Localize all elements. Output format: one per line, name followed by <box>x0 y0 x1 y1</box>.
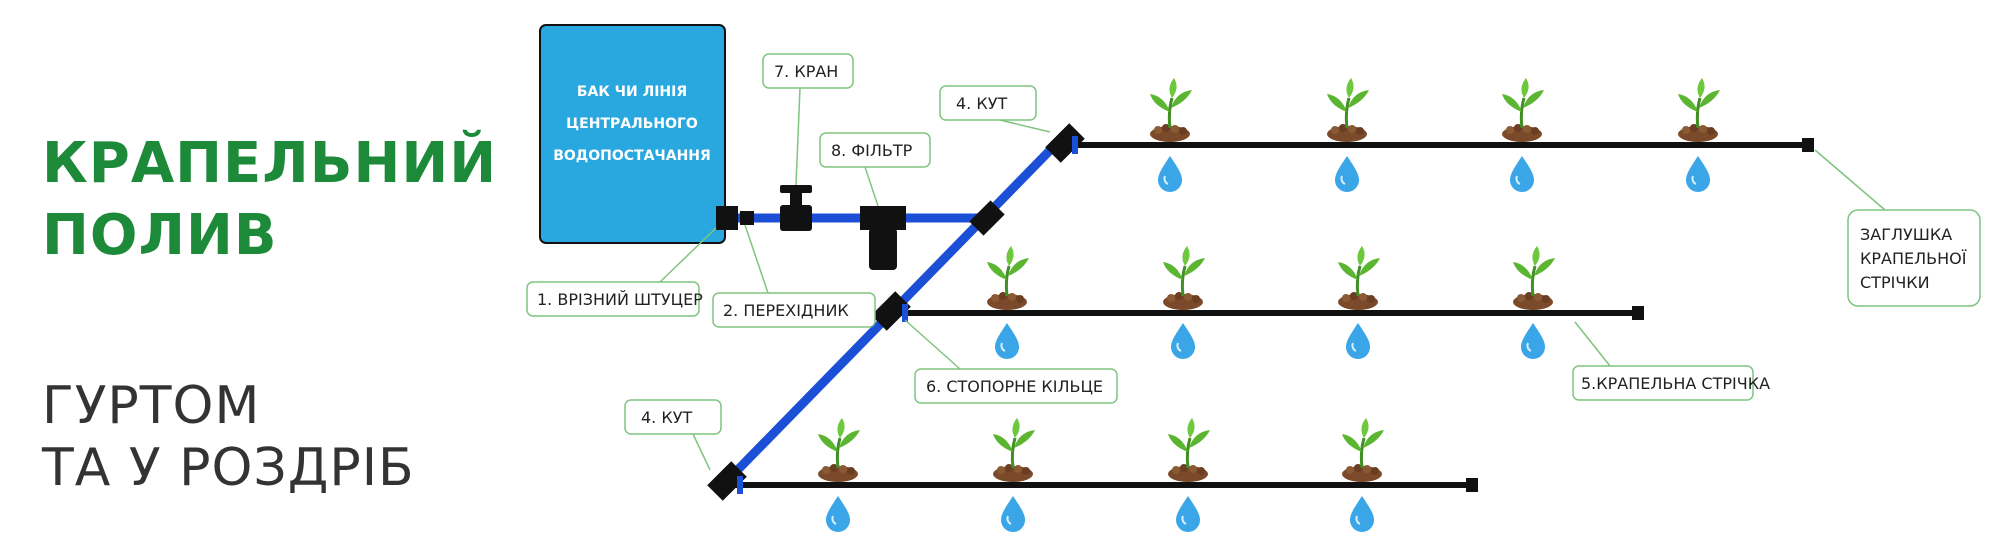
label-tape: 5.КРАПЕЛЬНА СТРІЧКА <box>1581 374 1770 393</box>
callout-tape <box>1572 365 1754 401</box>
plant-icon <box>1511 244 1557 312</box>
lock-ring-middle <box>902 304 908 322</box>
water-drop-icon <box>994 322 1020 360</box>
subline-line-2: ТА У РОЗДРІБ <box>42 438 415 498</box>
valve-handle <box>780 185 812 193</box>
plant-icon <box>1336 244 1382 312</box>
headline-line-1: КРАПЕЛЬНИЙ <box>42 131 498 196</box>
water-drop-icon <box>1175 495 1201 533</box>
corner-bottom <box>707 461 747 501</box>
callout-corner-bottom <box>624 399 722 435</box>
label-lock-ring: 6. СТОПОРНЕ КІЛЬЦЕ <box>926 377 1103 396</box>
leader-lines <box>659 87 1886 471</box>
water-drop-icon <box>1685 155 1711 193</box>
label-adapter: 2. ПЕРЕХІДНИК <box>723 301 849 320</box>
lock-ring-top <box>1072 136 1078 154</box>
water-drop-icon <box>1000 495 1026 533</box>
callout-end-cap <box>1847 209 1981 307</box>
water-drop-icon <box>1345 322 1371 360</box>
plant-icon <box>1676 76 1722 144</box>
water-drop-icon <box>1170 322 1196 360</box>
filter-head <box>860 206 906 230</box>
label-filter: 8. ФІЛЬТР <box>831 141 913 160</box>
valve-stem <box>790 190 802 206</box>
plant-icon <box>1148 76 1194 144</box>
headline: КРАПЕЛЬНИЙ ПОЛИВ <box>42 128 497 272</box>
water-tank <box>539 24 726 244</box>
valve-body <box>780 205 812 231</box>
water-drop-icon <box>1520 322 1546 360</box>
subline: ГУРТОМ ТА У РОЗДРІБ <box>42 375 415 499</box>
leader-corner-bottom <box>692 433 711 471</box>
leader-corner-top <box>999 119 1051 133</box>
headline-line-2: ПОЛИВ <box>42 203 278 268</box>
end-cap-bottom <box>1466 478 1478 492</box>
callout-corner-top <box>939 85 1037 121</box>
plant-icon <box>1500 76 1546 144</box>
leader-end-cap <box>1814 149 1886 211</box>
lock-ring-bottom <box>737 476 743 494</box>
label-end-cap-line-1: ЗАГЛУШКА <box>1860 225 1952 244</box>
leader-fitting <box>659 227 717 283</box>
plant-icon <box>991 416 1037 484</box>
tank-label-line-3: ВОДОПОСТАЧАННЯ <box>553 148 711 164</box>
callout-adapter <box>712 292 876 328</box>
leader-valve <box>795 87 801 186</box>
end-cap-top <box>1802 138 1814 152</box>
callout-fitting <box>526 281 700 317</box>
callout-lock-ring <box>914 368 1118 404</box>
plant-row-top <box>1148 76 1722 193</box>
leader-lock-ring <box>904 319 961 370</box>
leader-filter <box>864 166 879 207</box>
tee-top <box>969 200 1005 236</box>
end-cap-middle <box>1632 306 1644 320</box>
water-drop-icon <box>1157 155 1183 193</box>
label-end-cap-line-2: КРАПЕЛЬНОЇ <box>1860 249 1967 268</box>
callouts <box>526 53 1981 435</box>
label-end-cap-line-3: СТРІЧКИ <box>1860 273 1930 292</box>
plant-icon <box>1325 76 1371 144</box>
plant-icon <box>1340 416 1386 484</box>
tee-middle <box>871 291 911 331</box>
water-drop-icon <box>1509 155 1535 193</box>
water-drop-icon <box>1349 495 1375 533</box>
corner-top <box>1045 123 1085 163</box>
water-drop-icon <box>825 495 851 533</box>
plant-row-bottom <box>816 416 1386 533</box>
callout-valve <box>762 53 854 89</box>
tank-label-line-1: БАК ЧИ ЛІНІЯ <box>577 84 687 100</box>
plant-icon <box>816 416 862 484</box>
leader-adapter <box>744 224 769 294</box>
callout-filter <box>819 132 931 168</box>
plant-icon <box>1166 416 1212 484</box>
fitting-part <box>716 206 738 230</box>
plant-icon <box>1161 244 1207 312</box>
label-corner-bottom: 4. КУТ <box>641 408 692 427</box>
label-corner-top: 4. КУТ <box>956 94 1007 113</box>
label-valve: 7. КРАН <box>774 62 838 81</box>
filter-bowl <box>869 228 897 270</box>
adapter-part <box>740 211 754 225</box>
plant-icon <box>985 244 1031 312</box>
leader-tape <box>1574 321 1611 367</box>
label-fitting: 1. ВРІЗНИЙ ШТУЦЕР <box>537 290 703 309</box>
tank-label-line-2: ЦЕНТРАЛЬНОГО <box>566 116 698 132</box>
water-drop-icon <box>1334 155 1360 193</box>
subline-line-1: ГУРТОМ <box>42 376 261 436</box>
plant-row-middle <box>985 244 1557 360</box>
